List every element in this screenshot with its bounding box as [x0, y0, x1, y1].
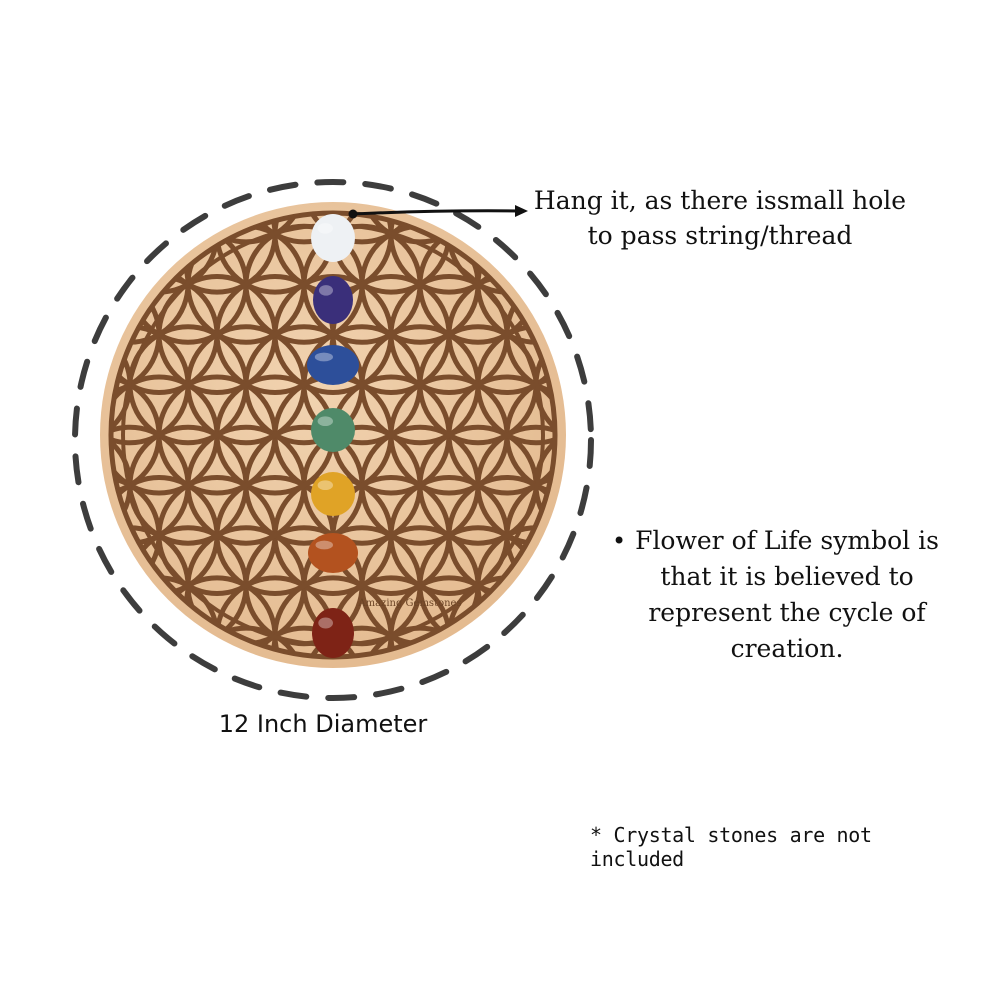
stone-body — [311, 214, 355, 262]
stone-highlight — [319, 285, 333, 296]
stone-highlight — [315, 540, 333, 550]
stone-highlight — [317, 480, 333, 491]
stone-amethyst — [313, 276, 353, 324]
diameter-label: 12 Inch Diameter — [218, 710, 428, 738]
disclaimer-text: * Crystal stones are not included — [590, 823, 872, 871]
hang-arrow — [348, 205, 528, 219]
chakra-stones — [307, 214, 359, 658]
stone-highlight — [317, 416, 333, 427]
stone-clear-quartz — [311, 214, 355, 262]
stone-highlight — [314, 352, 333, 362]
hang-note-line-1: Hang it, as there issmall hole — [533, 186, 907, 215]
flower-note-line-4: creation. — [730, 634, 844, 663]
pattern-circle — [301, 213, 423, 245]
stone-red-jasper — [312, 608, 354, 658]
stone-aventurine — [311, 408, 355, 452]
stone-body — [307, 345, 359, 385]
flower-of-life-note: • Flower of Life symbol is that it is be… — [612, 523, 962, 667]
pattern-circle — [301, 625, 423, 657]
bullet-icon: • — [612, 527, 627, 555]
pattern-circle — [243, 625, 365, 657]
stone-body — [312, 608, 354, 658]
pattern-circle — [243, 213, 365, 245]
hang-note-line-2: to pass string/thread — [587, 221, 853, 250]
dimension-dashed-circle — [72, 179, 594, 701]
stone-yellow-jasper — [311, 472, 355, 516]
flower-note-line-1: Flower of Life symbol is — [635, 526, 939, 555]
stone-body — [313, 276, 353, 324]
hang-note: Hang it, as there issmall hole to pass s… — [520, 183, 920, 253]
stone-sodalite — [307, 345, 359, 385]
flower-note-line-2: that it is believed to — [660, 562, 914, 591]
stone-body — [308, 533, 358, 573]
stone-highlight — [317, 223, 333, 234]
stone-body — [311, 408, 355, 452]
flower-note-line-3: represent the cycle of — [648, 598, 926, 627]
stone-highlight — [318, 617, 333, 629]
stone-body — [311, 472, 355, 516]
engraved-brand-text: Amazing Gemstones — [357, 598, 461, 609]
stone-carnelian — [308, 533, 358, 573]
